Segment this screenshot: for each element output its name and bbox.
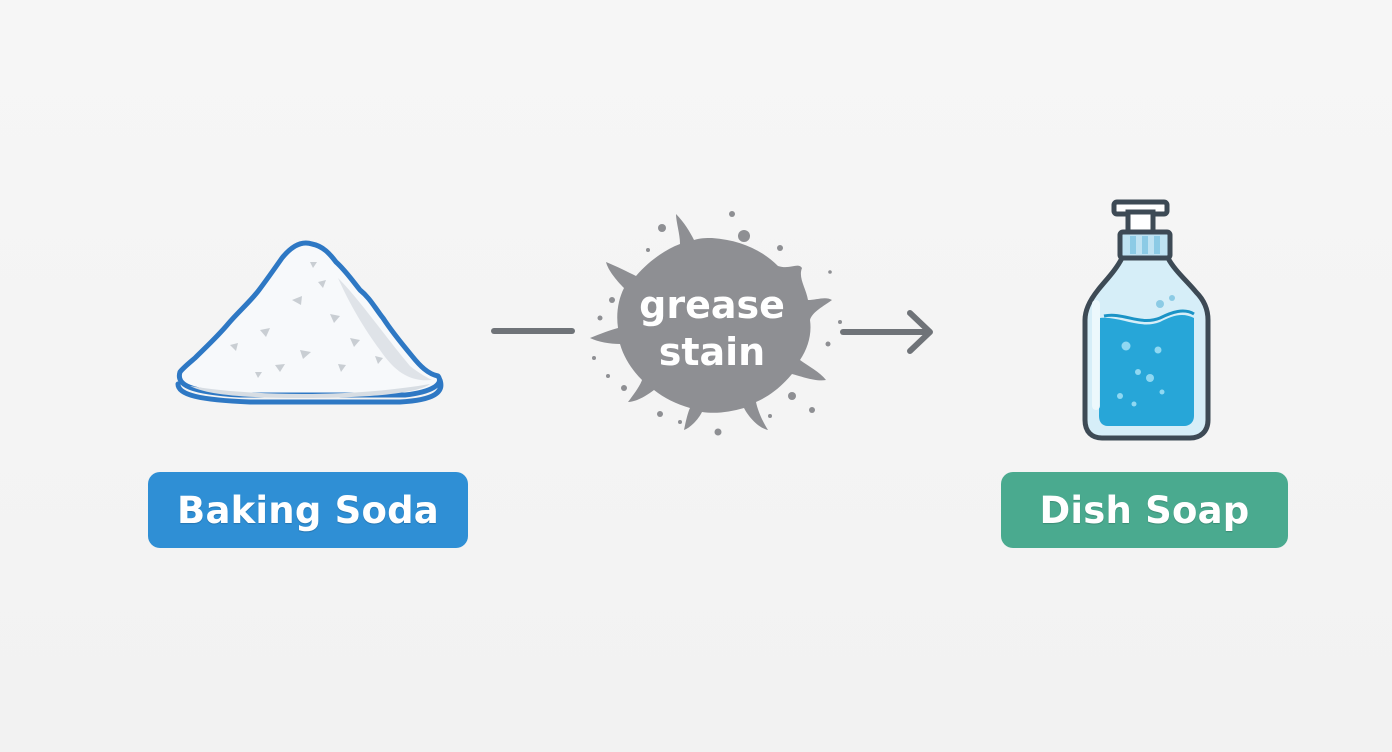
grease-stain-label-line1: grease xyxy=(639,283,785,327)
grease-splatter-icon xyxy=(590,211,842,436)
arrow-right-icon xyxy=(840,310,933,354)
dish-soap-label: Dish Soap xyxy=(1001,472,1288,548)
baking-soda-pile-icon xyxy=(175,240,444,405)
grease-stain-label-line2: stain xyxy=(658,330,766,374)
baking-soda-label: Baking Soda xyxy=(148,472,468,548)
soap-bottle-icon xyxy=(1082,199,1211,441)
